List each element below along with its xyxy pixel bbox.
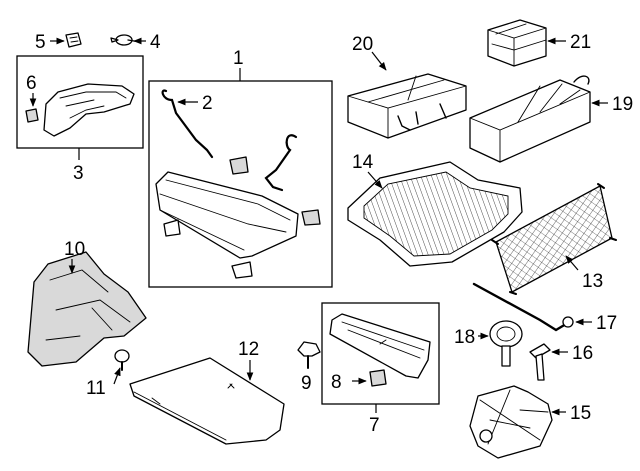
callout-7: 7 bbox=[369, 415, 380, 436]
part-3-sill-trim bbox=[25, 83, 135, 137]
part-9-bumper bbox=[297, 341, 321, 369]
clip-detail bbox=[69, 36, 79, 43]
load-floor-panel bbox=[129, 357, 285, 445]
organizer-20-dividers bbox=[347, 75, 467, 139]
jack-handle-rod bbox=[472, 282, 568, 332]
callout-6: 6 bbox=[26, 73, 37, 94]
part-16-bolt bbox=[529, 343, 568, 381]
clip-body bbox=[65, 32, 82, 48]
hold-down-stem bbox=[501, 345, 511, 367]
part-8-clip bbox=[369, 369, 387, 387]
pin-11-head bbox=[114, 349, 130, 363]
callout-labels: 1 2 3 4 5 6 7 8 9 10 11 12 13 14 15 16 1… bbox=[26, 32, 633, 436]
callout-10: 10 bbox=[64, 239, 85, 260]
leader-11 bbox=[113, 367, 121, 385]
tray-hook-left bbox=[163, 219, 181, 237]
leader-20 bbox=[371, 51, 387, 71]
part-13-cargo-net bbox=[491, 183, 617, 295]
tray-clip-upper bbox=[229, 156, 249, 175]
package-tray bbox=[155, 171, 299, 259]
part-12-load-floor bbox=[129, 357, 285, 445]
trim-body bbox=[43, 83, 135, 137]
load-floor-details bbox=[133, 383, 235, 441]
trim-ribs bbox=[59, 91, 127, 119]
callout-11: 11 bbox=[86, 378, 106, 399]
callout-21: 21 bbox=[570, 32, 591, 53]
jack-handle-end bbox=[562, 316, 574, 328]
callout-3: 3 bbox=[73, 163, 84, 184]
part-2-rod bbox=[161, 89, 214, 159]
callout-15: 15 bbox=[570, 403, 591, 424]
callout-8: 8 bbox=[331, 372, 342, 393]
bolt-16-head bbox=[529, 343, 551, 359]
part-19-cargo-organizer bbox=[469, 75, 608, 163]
jack-pivot bbox=[479, 429, 493, 443]
organizer-20-straps bbox=[397, 103, 447, 131]
hold-down-disc bbox=[489, 320, 523, 348]
group-box-1 bbox=[148, 68, 333, 288]
part-5-clip bbox=[50, 32, 82, 48]
callout-17: 17 bbox=[596, 313, 617, 334]
callout-1: 1 bbox=[233, 48, 244, 69]
part-7-scuff-plate bbox=[329, 313, 431, 387]
callout-13: 13 bbox=[582, 271, 603, 292]
part-18-hold-down bbox=[478, 320, 523, 367]
cargo-net-hooks bbox=[491, 183, 617, 295]
tray-strap-right bbox=[264, 134, 298, 192]
part-11-pin bbox=[113, 349, 130, 385]
callout-20: 20 bbox=[352, 34, 373, 55]
organizer-20-body bbox=[347, 73, 467, 139]
tray-clip-right bbox=[301, 209, 321, 226]
pin-shank bbox=[110, 37, 119, 43]
part-15-scissor-jack bbox=[469, 385, 566, 459]
group-box-3 bbox=[16, 55, 144, 160]
quarter-trim-contours bbox=[45, 269, 131, 341]
part-21-folded-organizer bbox=[487, 19, 566, 67]
callout-12: 12 bbox=[238, 339, 259, 360]
group-box-7 bbox=[321, 302, 440, 413]
organizer-19-body bbox=[469, 79, 591, 163]
part-20-cargo-organizer bbox=[347, 51, 467, 139]
callout-9: 9 bbox=[301, 373, 312, 394]
scuff-plate-ribs bbox=[341, 321, 425, 359]
callout-2: 2 bbox=[202, 93, 213, 114]
callout-5: 5 bbox=[35, 32, 46, 53]
part-1-package-tray-assembly bbox=[155, 89, 321, 279]
bolt-16-shank bbox=[535, 353, 545, 381]
jack-arms bbox=[479, 389, 549, 445]
group-box-3-frame bbox=[16, 55, 144, 149]
callout-14: 14 bbox=[352, 152, 374, 173]
callout-16: 16 bbox=[572, 343, 593, 364]
quarter-trim-body bbox=[27, 251, 147, 367]
organizer-19-handle bbox=[573, 75, 590, 85]
leader-13 bbox=[565, 255, 579, 271]
package-tray-edges bbox=[159, 179, 291, 251]
callout-19: 19 bbox=[612, 94, 633, 115]
bumper-9-body bbox=[297, 341, 321, 357]
hold-down-inner bbox=[496, 326, 516, 342]
cargo-mat-ribs bbox=[363, 171, 509, 257]
tray-clip-lower bbox=[231, 261, 253, 279]
scuff-plate-body bbox=[329, 313, 431, 379]
organizer-19-dividers bbox=[469, 83, 591, 163]
part-6-retainer bbox=[25, 108, 39, 123]
folded-organizer-edges bbox=[487, 23, 547, 67]
part-10-quarter-trim bbox=[27, 251, 147, 367]
jack-body bbox=[469, 385, 553, 459]
part-17-jack-handle bbox=[472, 282, 592, 332]
part-14-cargo-mat bbox=[347, 161, 523, 267]
callout-4: 4 bbox=[150, 32, 161, 53]
leader-14 bbox=[367, 171, 383, 189]
callout-18: 18 bbox=[454, 327, 475, 348]
group-box-7-frame bbox=[321, 302, 440, 405]
part-4-push-pin bbox=[110, 34, 146, 46]
